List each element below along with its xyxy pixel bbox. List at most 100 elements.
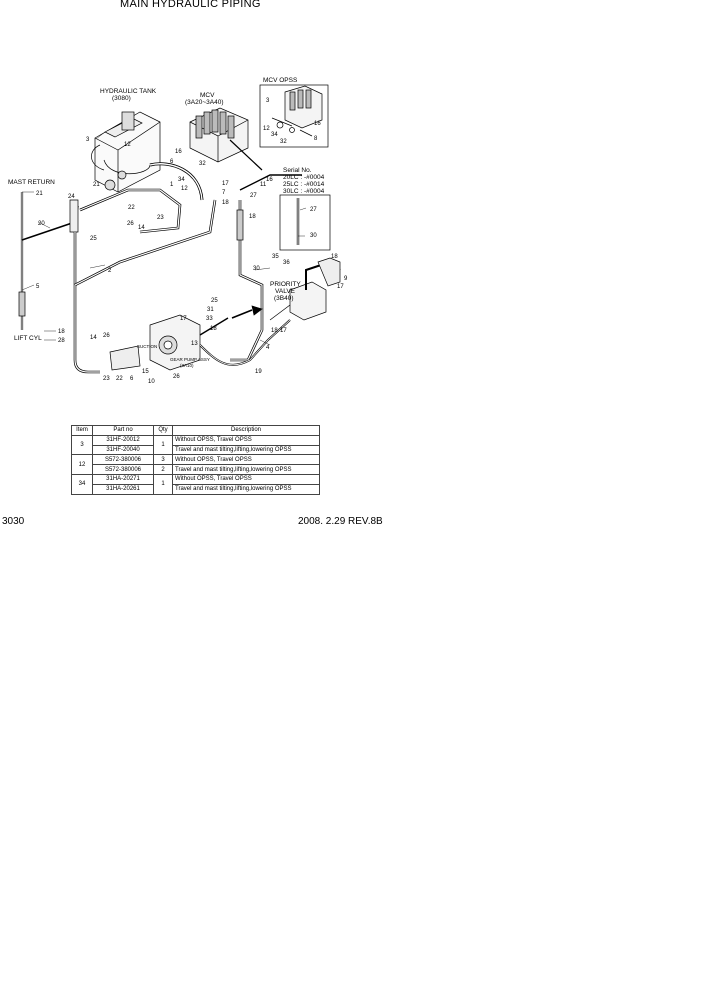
callout-18d: 18 bbox=[331, 254, 338, 260]
callout-25: 25 bbox=[90, 236, 97, 242]
callout-2: 2 bbox=[108, 268, 112, 274]
table-row: S572-380006 2 Travel and mast tilting,li… bbox=[72, 464, 320, 475]
callout-22: 22 bbox=[128, 205, 135, 211]
callout-3b: 3 bbox=[266, 98, 270, 104]
callout-4: 4 bbox=[266, 345, 270, 351]
description-cell: Travel and mast tilting,lifting,lowering… bbox=[172, 444, 320, 456]
callout-31: 31 bbox=[207, 307, 214, 313]
callout-1: 1 bbox=[170, 182, 174, 188]
serial-title: Serial No. bbox=[283, 167, 312, 174]
pipe-4 bbox=[199, 319, 291, 366]
callout-12b: 12 bbox=[181, 186, 188, 192]
gear-pump-label: GEAR PUMP ASSY bbox=[170, 357, 210, 362]
page-title: MAIN HYDRAULIC PIPING bbox=[120, 0, 261, 10]
mcv-opss-label: MCV OPSS bbox=[263, 77, 298, 84]
callout-16: 16 bbox=[175, 149, 182, 155]
part-no-cell: 31HF-20012 bbox=[92, 434, 154, 446]
callout-32b: 32 bbox=[280, 139, 287, 145]
callout-17: 17 bbox=[222, 181, 229, 187]
callout-34b: 34 bbox=[271, 132, 278, 138]
callout-27b: 27 bbox=[310, 207, 317, 213]
qty-cell: 2 bbox=[153, 464, 173, 475]
callout-12c: 12 bbox=[263, 126, 270, 132]
mast-return-hose bbox=[18, 192, 79, 330]
qty-cell: 1 bbox=[153, 473, 173, 495]
table-row: 3 31HF-20012 1 Without OPSS, Travel OPSS bbox=[71, 434, 320, 456]
callout-23b: 23 bbox=[103, 376, 110, 382]
callout-9: 9 bbox=[344, 276, 348, 282]
callout-13: 13 bbox=[191, 341, 198, 347]
serial-inset bbox=[279, 194, 331, 251]
header-description: Description bbox=[172, 425, 320, 436]
hydraulic-tank-drawing bbox=[91, 111, 161, 193]
callout-35: 35 bbox=[272, 254, 279, 260]
callout-33: 33 bbox=[206, 316, 213, 322]
mcv-ref: (3A20~3A40) bbox=[185, 99, 224, 106]
callout-26: 26 bbox=[127, 221, 134, 227]
callout-17b: 17 bbox=[337, 284, 344, 290]
serial-30lc: 30LC : -#0004 bbox=[283, 188, 325, 195]
description-cell: Travel and mast tilting,lifting,lowering… bbox=[172, 464, 320, 475]
callout-32: 32 bbox=[199, 161, 206, 167]
description-cell: Without OPSS, Travel OPSS bbox=[172, 454, 320, 466]
callout-36: 36 bbox=[283, 260, 290, 266]
callout-12: 12 bbox=[124, 142, 131, 148]
callout-16b: 16 bbox=[266, 177, 273, 183]
hydraulic-tank-label: HYDRAULIC TANK bbox=[100, 88, 157, 95]
qty-cell: 3 bbox=[153, 454, 173, 466]
callout-6: 6 bbox=[170, 159, 174, 165]
callout-5: 5 bbox=[36, 284, 40, 290]
parts-table: Item Part no Qty Description 3 31HF-2001… bbox=[71, 425, 320, 495]
hydraulic-tank-ref: (3080) bbox=[112, 95, 131, 102]
callout-30: 30 bbox=[253, 266, 260, 272]
mcv-label: MCV bbox=[200, 92, 215, 99]
callout-20: 20 bbox=[38, 221, 45, 227]
callout-30b: 30 bbox=[310, 233, 317, 239]
table-row: 31HF-20040 Travel and mast tilting,lifti… bbox=[72, 444, 320, 456]
mcv-drawing bbox=[189, 107, 263, 171]
callout-27: 27 bbox=[250, 193, 257, 199]
callout-8: 8 bbox=[314, 136, 318, 142]
callout-19: 19 bbox=[255, 369, 262, 375]
callout-25b: 25 bbox=[211, 298, 218, 304]
item-cell: 3 bbox=[71, 434, 93, 456]
callout-14b: 14 bbox=[90, 335, 97, 341]
callout-23: 23 bbox=[157, 215, 164, 221]
table-row: 31HA-20261 Travel and mast tilting,lifti… bbox=[72, 483, 320, 495]
callout-17c: 17 bbox=[180, 316, 187, 322]
callout-18b: 18 bbox=[222, 200, 229, 206]
callout-24: 24 bbox=[68, 194, 75, 200]
mcv-opss-inset bbox=[259, 84, 329, 148]
callout-18e: 18 bbox=[210, 326, 217, 332]
mast-return-label: MAST RETURN bbox=[8, 179, 55, 186]
callout-15: 15 bbox=[142, 369, 149, 375]
callout-16c: 16 bbox=[314, 121, 321, 127]
page-number: 3030 bbox=[2, 516, 25, 527]
serial-20lc: 20LC : -#0004 bbox=[283, 174, 325, 181]
qty-cell: 1 bbox=[153, 434, 173, 456]
callout-22b: 22 bbox=[116, 376, 123, 382]
part-no-cell: 31HA-20271 bbox=[92, 473, 154, 485]
description-cell: Travel and mast tilting,lifting,lowering… bbox=[172, 483, 320, 495]
callout-26c: 26 bbox=[173, 374, 180, 380]
callout-18f: 18 bbox=[271, 328, 278, 334]
header-part-no: Part no bbox=[92, 425, 154, 436]
revision-date: 2008. 2.29 REV.8B bbox=[298, 516, 383, 527]
description-cell: Without OPSS, Travel OPSS bbox=[172, 434, 320, 446]
callout-21: 21 bbox=[36, 191, 43, 197]
table-header-row: Item Part no Qty Description bbox=[71, 425, 320, 436]
callout-21b: 21 bbox=[93, 182, 100, 188]
description-cell: Without OPSS, Travel OPSS bbox=[172, 473, 320, 485]
table-row: 12 S572-380006 3 Without OPSS, Travel OP… bbox=[71, 454, 320, 475]
callout-28: 28 bbox=[58, 338, 65, 344]
item-cell: 12 bbox=[71, 454, 93, 475]
gear-pump-drawing bbox=[109, 314, 229, 371]
suction-label: SUCTION bbox=[137, 344, 157, 349]
part-no-cell: S572-380006 bbox=[92, 454, 154, 466]
callout-7-17: 17 bbox=[280, 328, 287, 334]
callout-18: 18 bbox=[58, 329, 65, 335]
priority-valve-label: PRIORITY bbox=[270, 281, 301, 288]
table-row: 34 31HA-20271 1 Without OPSS, Travel OPS… bbox=[71, 473, 320, 495]
part-no-cell: S572-380006 bbox=[92, 464, 154, 475]
